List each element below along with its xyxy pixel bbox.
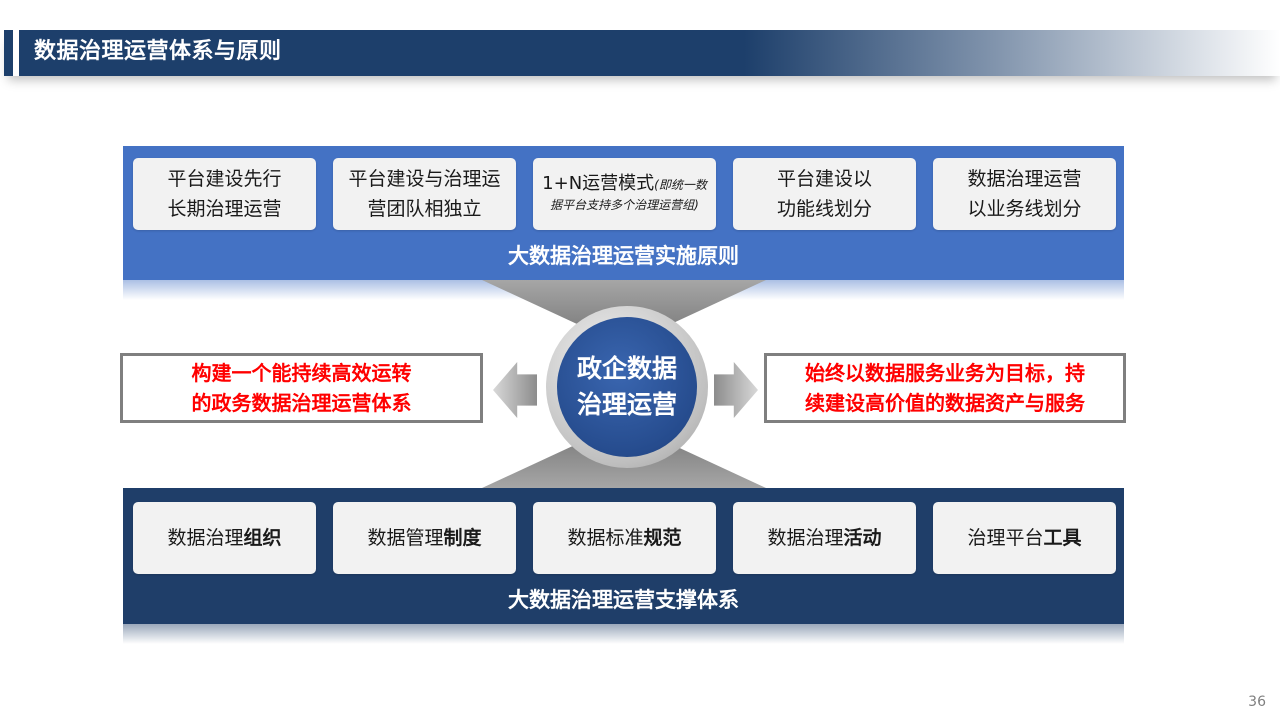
support-band-label: 大数据治理运营支撑体系 [508, 588, 739, 612]
support-card-3: 数据标准规范 [533, 502, 716, 574]
support-card-3-bold: 规范 [643, 527, 682, 549]
support-card-5: 治理平台工具 [933, 502, 1116, 574]
center-circle-line1: 政企数据 [576, 354, 677, 383]
support-card-4-bold: 活动 [843, 527, 882, 549]
support-card-1-prefix: 数据治理 [167, 527, 244, 549]
right-goal-box: 始终以数据服务业务为目标，持 续建设高价值的数据资产与服务 [764, 353, 1126, 423]
support-card-2-prefix: 数据管理 [367, 527, 444, 549]
principle-card-2-line1: 平台建设与治理运 [348, 168, 501, 190]
principle-card-1-line2: 长期治理运营 [167, 198, 282, 220]
support-card-2-bold: 制度 [443, 527, 482, 549]
support-card-5-prefix: 治理平台 [967, 527, 1044, 549]
principle-card-5-line2: 以业务线划分 [967, 198, 1082, 220]
principles-band: 平台建设先行 长期治理运营 平台建设与治理运 营团队相独立 1+N运营模式(即统… [123, 146, 1124, 280]
left-goal-box: 构建一个能持续高效运转 的政务数据治理运营体系 [120, 353, 483, 423]
page-title: 数据治理运营体系与原则 [34, 39, 282, 64]
support-card-4-prefix: 数据治理 [767, 527, 844, 549]
left-arrow-icon [493, 362, 537, 418]
support-band-reflection [123, 624, 1124, 644]
principles-band-label: 大数据治理运营实施原则 [508, 244, 739, 268]
left-goal-line1: 构建一个能持续高效运转 [191, 361, 412, 385]
principle-card-1: 平台建设先行 长期治理运营 [133, 158, 316, 230]
support-card-4: 数据治理活动 [733, 502, 916, 574]
principle-card-3-main: 1+N运营模式 [542, 173, 655, 194]
support-card-2: 数据管理制度 [333, 502, 516, 574]
principle-card-4-line2: 功能线划分 [776, 198, 872, 220]
title-accent-stripe [4, 30, 10, 76]
support-card-5-bold: 工具 [1043, 527, 1082, 549]
support-band: 数据治理组织 数据管理制度 数据标准规范 数据治理活动 治理平台工具 大数据治理… [123, 488, 1124, 624]
principle-card-4-line1: 平台建设以 [776, 168, 872, 190]
left-goal-line2: 的政务数据治理运营体系 [191, 391, 412, 415]
title-accent-gap [13, 30, 19, 76]
center-circle-line2: 治理运营 [576, 390, 677, 419]
right-goal-line1: 始终以数据服务业务为目标，持 [805, 361, 1085, 385]
principle-card-3-note: (即统一数据平台支持多个治理运营组) [550, 178, 707, 212]
principle-card-1-line1: 平台建设先行 [167, 168, 282, 190]
title-bar: 数据治理运营体系与原则 [4, 30, 1280, 76]
principle-card-2-line2: 营团队相独立 [367, 198, 482, 220]
support-card-3-prefix: 数据标准 [567, 527, 644, 549]
page-number: 36 [1248, 694, 1266, 710]
principle-card-4: 平台建设以 功能线划分 [733, 158, 916, 230]
principle-card-2: 平台建设与治理运 营团队相独立 [333, 158, 516, 230]
principle-card-3: 1+N运营模式(即统一数据平台支持多个治理运营组) [533, 158, 716, 230]
right-goal-line2: 续建设高价值的数据资产与服务 [805, 391, 1085, 415]
support-card-1: 数据治理组织 [133, 502, 316, 574]
center-circle: 政企数据 治理运营 [557, 317, 697, 457]
support-card-1-bold: 组织 [243, 527, 282, 549]
principle-card-5: 数据治理运营 以业务线划分 [933, 158, 1116, 230]
right-arrow-icon [714, 362, 758, 418]
principle-card-5-line1: 数据治理运营 [967, 168, 1082, 190]
